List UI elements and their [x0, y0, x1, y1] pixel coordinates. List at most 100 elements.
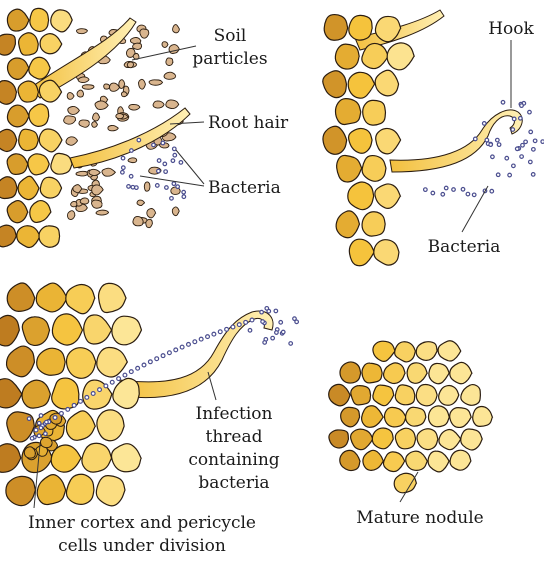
- bacterium: [136, 366, 140, 370]
- plant-cell: [348, 72, 374, 98]
- bacterium: [193, 340, 197, 344]
- soil-particle: [121, 92, 127, 97]
- plant-cell: [406, 407, 426, 426]
- bacterium: [431, 191, 435, 195]
- plant-cell: [329, 430, 349, 448]
- plant-cell: [40, 34, 62, 54]
- plant-cell: [438, 341, 461, 361]
- soil-particle: [137, 200, 145, 206]
- plant-cell: [373, 341, 395, 361]
- plant-cell: [66, 284, 95, 313]
- bacterium: [295, 320, 299, 324]
- soil-particle: [64, 116, 76, 124]
- bacterium: [129, 174, 133, 178]
- bacterium: [441, 192, 445, 196]
- bacterium: [117, 377, 121, 381]
- plant-cell: [7, 9, 29, 31]
- bacterium: [156, 184, 160, 188]
- plant-cell: [37, 348, 66, 375]
- soil-particle: [127, 62, 133, 68]
- plant-cell: [97, 410, 124, 441]
- bacterium: [263, 341, 267, 345]
- plant-cell: [51, 10, 72, 32]
- bacterium: [27, 417, 31, 421]
- plant-cell: [349, 239, 374, 266]
- bacterium: [521, 143, 525, 147]
- panel-a: Soil particles Root hair Bacteria: [0, 8, 289, 247]
- panel-b: Hook Bacteria: [323, 10, 544, 266]
- plant-cell: [428, 406, 449, 427]
- plant-cell: [340, 362, 361, 383]
- plant-cell: [348, 182, 374, 210]
- bacterium: [496, 173, 500, 177]
- soil-particle: [96, 210, 109, 215]
- bacterium: [121, 156, 125, 160]
- plant-cell: [30, 201, 51, 223]
- bacterium: [199, 337, 203, 341]
- plant-cell: [97, 347, 128, 377]
- bacterium: [520, 155, 524, 159]
- bacterium: [218, 330, 222, 334]
- soil-particle: [67, 93, 74, 100]
- plant-cell: [416, 342, 437, 361]
- bacterium: [127, 185, 131, 189]
- plant-cell: [349, 128, 373, 153]
- plant-cell: [112, 316, 142, 345]
- bacterium: [85, 395, 89, 399]
- plant-cell: [324, 15, 347, 41]
- bacterium: [231, 325, 235, 329]
- bacterium: [182, 190, 186, 194]
- soil-particle: [172, 207, 179, 216]
- bacterium: [30, 437, 34, 441]
- soil-particle: [149, 80, 162, 85]
- bacterium: [461, 187, 465, 191]
- plant-cell: [39, 129, 62, 152]
- bacterium: [37, 421, 41, 425]
- soil-particle: [140, 29, 149, 38]
- plant-cell: [428, 451, 449, 472]
- bacterium: [121, 170, 125, 174]
- plant-cell: [113, 378, 139, 408]
- dividing-cell: [40, 437, 52, 447]
- plant-cell: [461, 429, 482, 450]
- bacterium: [260, 310, 264, 314]
- panel-c: Infection thread containing bacteria Inn…: [0, 283, 298, 556]
- plant-cell: [406, 451, 428, 470]
- plant-cell: [19, 33, 39, 55]
- bacterium: [137, 138, 141, 142]
- soil-particle: [116, 114, 124, 119]
- plant-cell: [52, 314, 82, 345]
- bacterium: [152, 143, 156, 147]
- bacterium: [122, 166, 126, 170]
- plant-cell: [450, 408, 471, 428]
- soil-particle: [67, 211, 74, 220]
- bacterium: [157, 159, 161, 163]
- plant-cell: [375, 70, 398, 96]
- label-infection-4: bacteria: [198, 473, 269, 493]
- plant-cell: [84, 315, 112, 344]
- plant-cell: [461, 385, 481, 406]
- bacterium: [164, 170, 168, 174]
- bacterium: [511, 128, 515, 132]
- bacterium: [505, 156, 509, 160]
- soil-particle: [92, 122, 98, 128]
- soil-particle: [102, 168, 116, 176]
- bacterium: [512, 164, 516, 168]
- soil-particle: [164, 72, 176, 79]
- plant-cell: [0, 34, 15, 55]
- plant-cell: [30, 8, 49, 31]
- bacterium: [130, 149, 134, 153]
- plant-cell: [0, 81, 16, 105]
- plant-cell: [66, 348, 95, 379]
- plant-cell: [18, 81, 38, 102]
- bacterium: [271, 336, 275, 340]
- dividing-cell: [24, 447, 35, 458]
- plant-cell: [362, 156, 386, 182]
- plant-cell: [40, 177, 61, 198]
- plant-cell: [7, 283, 35, 311]
- bacterium: [72, 403, 76, 407]
- plant-cell: [36, 283, 67, 312]
- bacterium: [172, 147, 176, 151]
- plant-cell: [374, 240, 399, 265]
- plant-cell: [450, 450, 471, 470]
